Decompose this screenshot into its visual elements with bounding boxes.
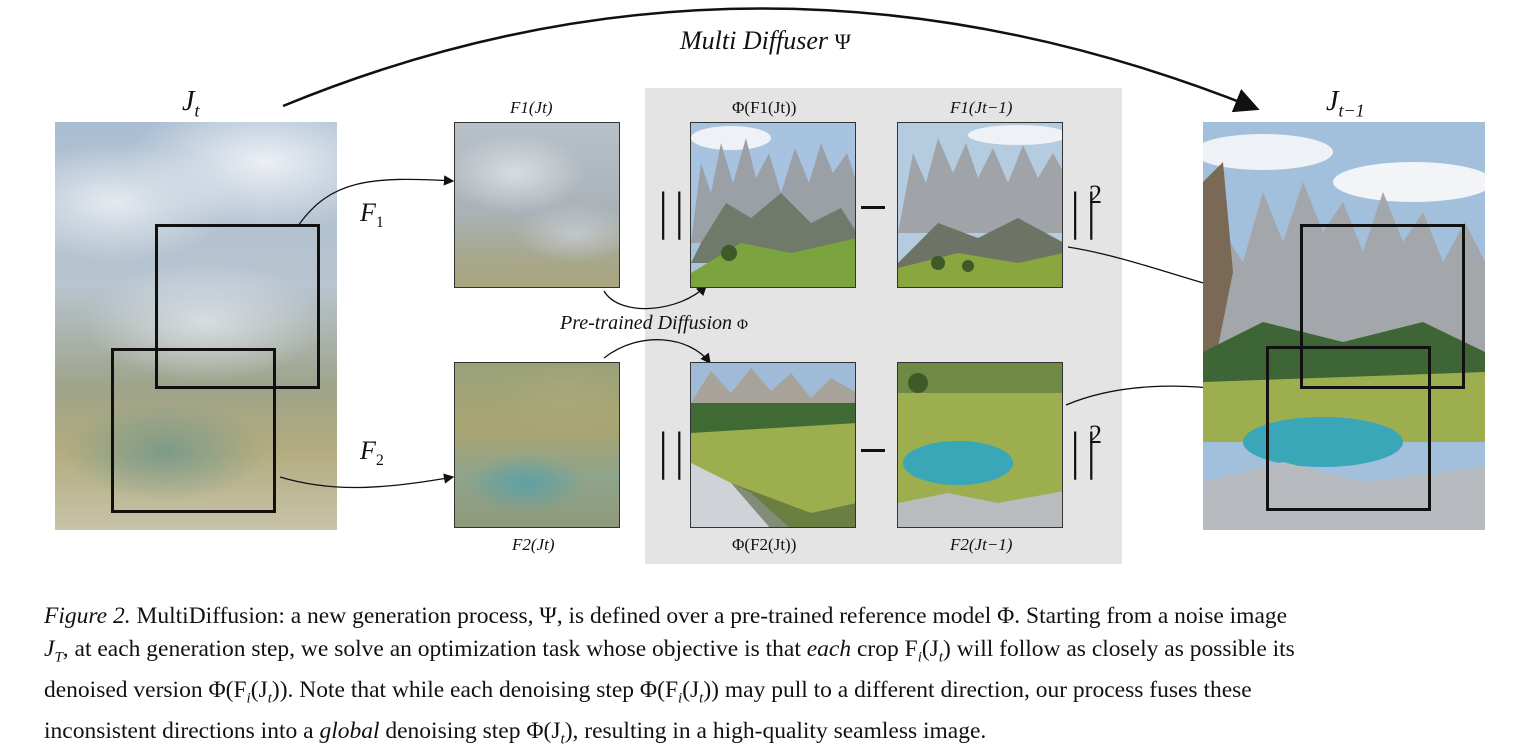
jt-minus-1-label: Jt−1 xyxy=(1326,86,1365,121)
output-image xyxy=(1203,122,1485,530)
f1-label: F1 xyxy=(360,198,384,232)
multi-diffuser-arrow xyxy=(282,7,1260,113)
denoised-f1-image xyxy=(690,122,856,288)
caption-phi-f1: Φ(F1(Jt)) xyxy=(732,98,797,117)
noisy-input-image xyxy=(55,122,337,530)
target-f2-image xyxy=(897,362,1063,528)
multi-diffuser-title: Multi Diffuser Ψ xyxy=(680,26,851,55)
crop-box-f2 xyxy=(111,348,276,513)
caption-f1-jt: F1(Jt) xyxy=(510,98,553,117)
figure-caption: Figure 2. MultiDiffusion: a new generati… xyxy=(44,600,1484,756)
minus-bottom xyxy=(861,449,885,452)
caption-phi-f2: Φ(F2(Jt)) xyxy=(732,535,797,554)
crop-box-f1 xyxy=(155,224,320,389)
caption-target-f1: F1(Jt−1) xyxy=(950,98,1013,117)
norm-bars-left-bottom: || xyxy=(655,424,688,480)
norm-square-bottom: 2 xyxy=(1089,420,1102,449)
jt-label: Jt xyxy=(182,86,200,121)
crop-f1-noisy xyxy=(454,122,620,288)
target-f1-image xyxy=(897,122,1063,288)
caption-target-f2: F2(Jt−1) xyxy=(950,535,1013,554)
norm-square-top: 2 xyxy=(1089,180,1102,209)
norm-bars-right-top: || xyxy=(1067,184,1100,240)
caption-line-2: JT, at each generation step, we solve an… xyxy=(44,635,1295,666)
crop-f2-noisy xyxy=(454,362,620,528)
norm-bars-left-top: || xyxy=(655,184,688,240)
output-crop-box-f1 xyxy=(1300,224,1465,389)
caption-line-3: denoised version Φ(Fi(Jt)). Note that wh… xyxy=(44,676,1252,707)
norm-bars-right-bottom: || xyxy=(1067,424,1100,480)
f2-label: F2 xyxy=(360,436,384,470)
caption-line-4: inconsistent directions into a global de… xyxy=(44,717,987,748)
caption-f2-jt: F2(Jt) xyxy=(512,535,555,554)
denoised-f2-image xyxy=(690,362,856,528)
pretrained-diffusion-label: Pre-trained Diffusion Φ xyxy=(560,312,748,334)
output-crop-box-f2 xyxy=(1266,346,1431,511)
caption-line-1: Figure 2. MultiDiffusion: a new generati… xyxy=(44,603,1288,629)
minus-top xyxy=(861,206,885,209)
